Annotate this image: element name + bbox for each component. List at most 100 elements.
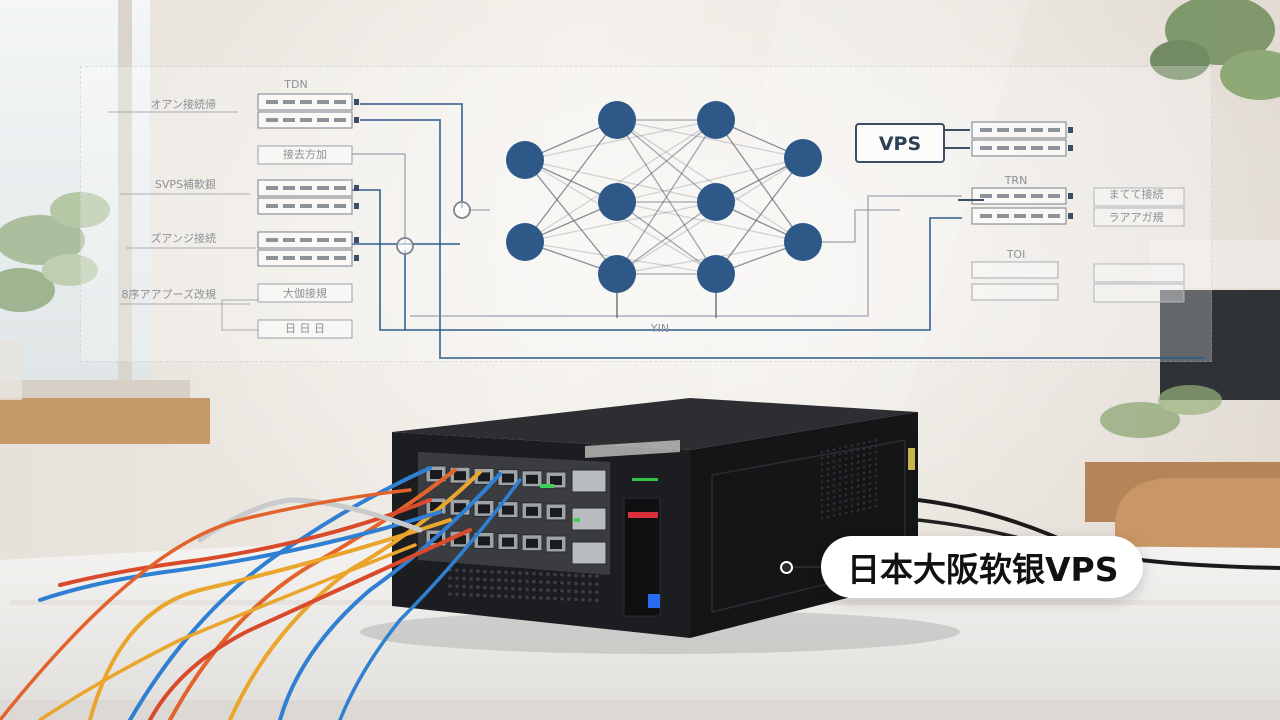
vent-hole: [862, 453, 866, 457]
vent-hole: [850, 468, 854, 471]
server-slot: [980, 146, 992, 150]
vent-hole: [874, 481, 878, 484]
server-slot: [997, 214, 1009, 218]
vent-hole: [588, 590, 592, 594]
vent-hole: [832, 454, 836, 457]
server-slot: [283, 100, 295, 104]
vent-hole: [553, 596, 557, 601]
server-slot: [283, 256, 295, 260]
port-socket: [454, 535, 466, 545]
vent-hole: [826, 485, 830, 489]
mesh-node: [598, 183, 636, 221]
vent-hole: [874, 439, 878, 442]
left-header: TDN: [283, 78, 307, 91]
vent-hole: [497, 578, 501, 582]
mesh-node: [697, 255, 735, 293]
vent-hole: [574, 597, 578, 602]
mesh-link: [616, 201, 717, 275]
vent-hole: [820, 456, 824, 460]
connection-line: [352, 153, 406, 245]
vent-hole: [546, 580, 550, 584]
vent-hole: [856, 442, 860, 446]
vent-hole: [850, 480, 854, 483]
vent-hole: [483, 569, 487, 574]
vent-hole: [850, 492, 854, 495]
server-slot: [334, 118, 346, 122]
vent-hole: [844, 475, 848, 479]
vent-hole: [518, 587, 522, 591]
vent-hole: [826, 479, 830, 483]
port-socket: [430, 470, 442, 479]
server-slot: [300, 186, 312, 190]
chair: [1115, 478, 1280, 560]
vent-hole: [483, 577, 487, 582]
vent-hole: [448, 592, 452, 596]
vent-hole: [490, 578, 494, 582]
sfp-port: [571, 541, 607, 565]
server-slot: [1014, 128, 1026, 132]
vent-hole: [595, 582, 599, 587]
vent-hole: [469, 577, 473, 581]
vent-hole: [511, 586, 515, 591]
vent-hole: [826, 461, 830, 465]
server-slot: [1031, 146, 1043, 150]
vent-hole: [539, 580, 543, 584]
server-port: [354, 117, 359, 123]
mesh-link: [524, 159, 717, 203]
left-server-stack: [108, 93, 359, 339]
server-slot: [1031, 194, 1043, 198]
vent-hole: [469, 569, 473, 573]
vent-hole: [838, 500, 842, 504]
vent-hole: [862, 495, 866, 499]
server-slot: [300, 118, 312, 122]
vent-hole: [832, 460, 836, 463]
connection-line: [803, 209, 900, 243]
vent-hole: [862, 507, 866, 511]
vent-hole: [504, 594, 508, 599]
label-box: [1093, 207, 1185, 227]
left-label-2: SVPS補軟銀: [155, 177, 216, 191]
vent-hole: [868, 476, 872, 479]
diagram-connection-lines: [352, 103, 1205, 359]
server-slot: [317, 186, 329, 190]
vent-hole: [856, 490, 860, 494]
vent-hole: [838, 470, 842, 474]
vent-hole: [826, 491, 830, 495]
vent-hole: [560, 589, 564, 593]
server-slot: [1048, 146, 1060, 150]
vent-hole: [826, 497, 830, 501]
vent-hole: [868, 464, 872, 467]
vent-hole: [838, 464, 842, 468]
vent-hole: [832, 472, 836, 475]
server-port: [1068, 213, 1073, 219]
left-label-1: オアン接続帰: [150, 97, 216, 111]
server-slot: [300, 238, 312, 242]
vent-hole: [546, 596, 550, 600]
port-socket: [550, 540, 562, 549]
status-led-blue: [648, 594, 660, 608]
server-slot: [266, 238, 278, 242]
vent-hole: [838, 452, 842, 456]
vent-hole: [868, 494, 872, 497]
server-slot: [1048, 128, 1060, 132]
connection-line: [360, 103, 463, 208]
vent-hole: [868, 488, 872, 491]
left-box-label-1: 接去方加: [283, 147, 327, 161]
vent-hole: [826, 503, 830, 507]
vent-hole: [856, 508, 860, 512]
left-box-label-2: 大伽接規: [283, 286, 327, 300]
vent-hole: [868, 440, 872, 443]
server-slot: [266, 118, 278, 122]
vps-box: [855, 123, 945, 163]
vent-hole: [850, 498, 854, 501]
mesh-node: [598, 101, 636, 139]
vent-hole: [595, 598, 599, 603]
sfp-port: [571, 469, 607, 493]
vent-hole: [856, 472, 860, 476]
vent-hole: [868, 482, 872, 485]
vent-hole: [574, 573, 578, 578]
vent-hole: [844, 481, 848, 485]
vent-hole: [838, 494, 842, 498]
